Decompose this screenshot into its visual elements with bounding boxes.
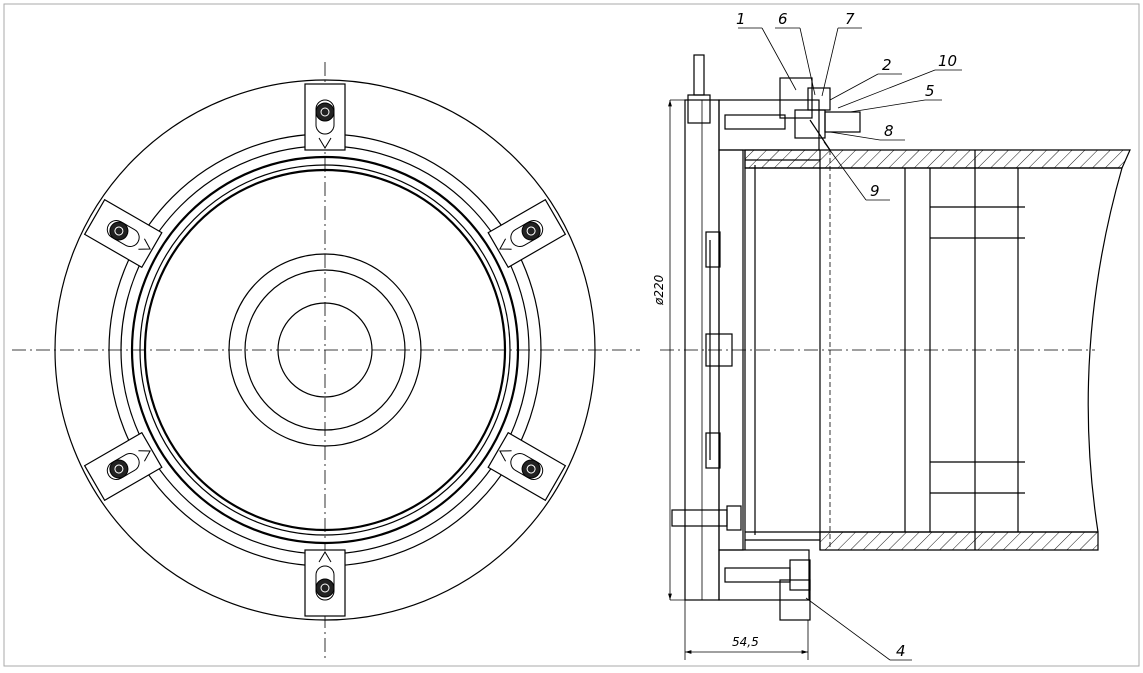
callout-2-label: 2 bbox=[882, 56, 892, 74]
callout-1-label: 1 bbox=[736, 10, 746, 28]
callout-5-label: 5 bbox=[925, 82, 935, 100]
width-dimension: 54,5 bbox=[684, 600, 809, 660]
clamp-bolt-icon bbox=[521, 221, 541, 241]
diameter-dimension: ø220 bbox=[652, 99, 690, 601]
callout-7-label: 7 bbox=[845, 10, 855, 28]
callout-7: 7 bbox=[821, 10, 862, 97]
front-view bbox=[12, 62, 640, 658]
clamp-4 bbox=[304, 549, 346, 617]
callout-1: 1 bbox=[736, 10, 797, 91]
bottom-clamp-nut bbox=[789, 559, 811, 591]
clamp-bolt-icon bbox=[315, 102, 335, 122]
top-pin bbox=[693, 54, 705, 96]
bottom-clamp-jaw bbox=[779, 579, 811, 621]
callout-6: 6 bbox=[775, 10, 816, 96]
fixture-block-center bbox=[705, 333, 733, 367]
clamp-5 bbox=[83, 431, 163, 502]
callout-2: 2 bbox=[829, 56, 902, 101]
width-label: 54,5 bbox=[732, 635, 759, 649]
seal-ring-mid bbox=[139, 164, 511, 536]
top-pin-head bbox=[687, 94, 711, 124]
hub-mid-circle bbox=[244, 269, 406, 431]
callout-8: 8 bbox=[829, 122, 905, 141]
hub-outer-circle bbox=[228, 253, 422, 447]
callout-4-label: 4 bbox=[896, 642, 906, 660]
callout-10: 10 bbox=[837, 52, 962, 109]
clamp-bolt-icon bbox=[109, 459, 129, 479]
top-clamp-body bbox=[718, 99, 820, 151]
callout-4: 4 bbox=[805, 597, 912, 661]
seal-ring-inner bbox=[143, 168, 507, 532]
clamp-bolt-icon bbox=[315, 578, 335, 598]
callout-9: 9 bbox=[823, 141, 890, 201]
top-clamp-bolt bbox=[824, 111, 861, 133]
side-pin-head bbox=[726, 505, 742, 531]
pipe-break-line bbox=[1087, 167, 1123, 533]
clamp-bolt-icon bbox=[521, 459, 541, 479]
clamp-6 bbox=[83, 198, 163, 269]
top-clamp-screw bbox=[724, 114, 786, 130]
drawing-frame bbox=[3, 3, 1140, 667]
seal-ring-outer bbox=[130, 155, 520, 545]
callout-5: 5 bbox=[849, 82, 942, 113]
top-clamp-jaw bbox=[779, 77, 813, 119]
clamp-1 bbox=[304, 83, 346, 151]
clamp-3 bbox=[487, 431, 567, 502]
callout-6-label: 6 bbox=[778, 10, 788, 28]
fixture-block-upper bbox=[705, 231, 721, 268]
pipe-wall-bottom bbox=[819, 531, 1099, 551]
fixture-block-lower bbox=[705, 432, 721, 469]
callout-8-label: 8 bbox=[884, 122, 894, 140]
diameter-label: ø220 bbox=[652, 274, 666, 306]
top-clamp-pad bbox=[807, 87, 831, 111]
clamp-2 bbox=[487, 198, 567, 269]
callout-9-label: 9 bbox=[870, 182, 880, 200]
clamp-bolt-icon bbox=[109, 221, 129, 241]
top-clamp-nut bbox=[794, 109, 826, 139]
pipe-wall-top bbox=[744, 149, 1131, 169]
callout-10-label: 10 bbox=[938, 52, 957, 70]
outer-flange-circle bbox=[54, 79, 596, 621]
top-clamp-wedge bbox=[809, 119, 831, 151]
bore-circle bbox=[277, 302, 373, 398]
bottom-clamp-body bbox=[718, 549, 810, 601]
section-view bbox=[660, 54, 1131, 621]
